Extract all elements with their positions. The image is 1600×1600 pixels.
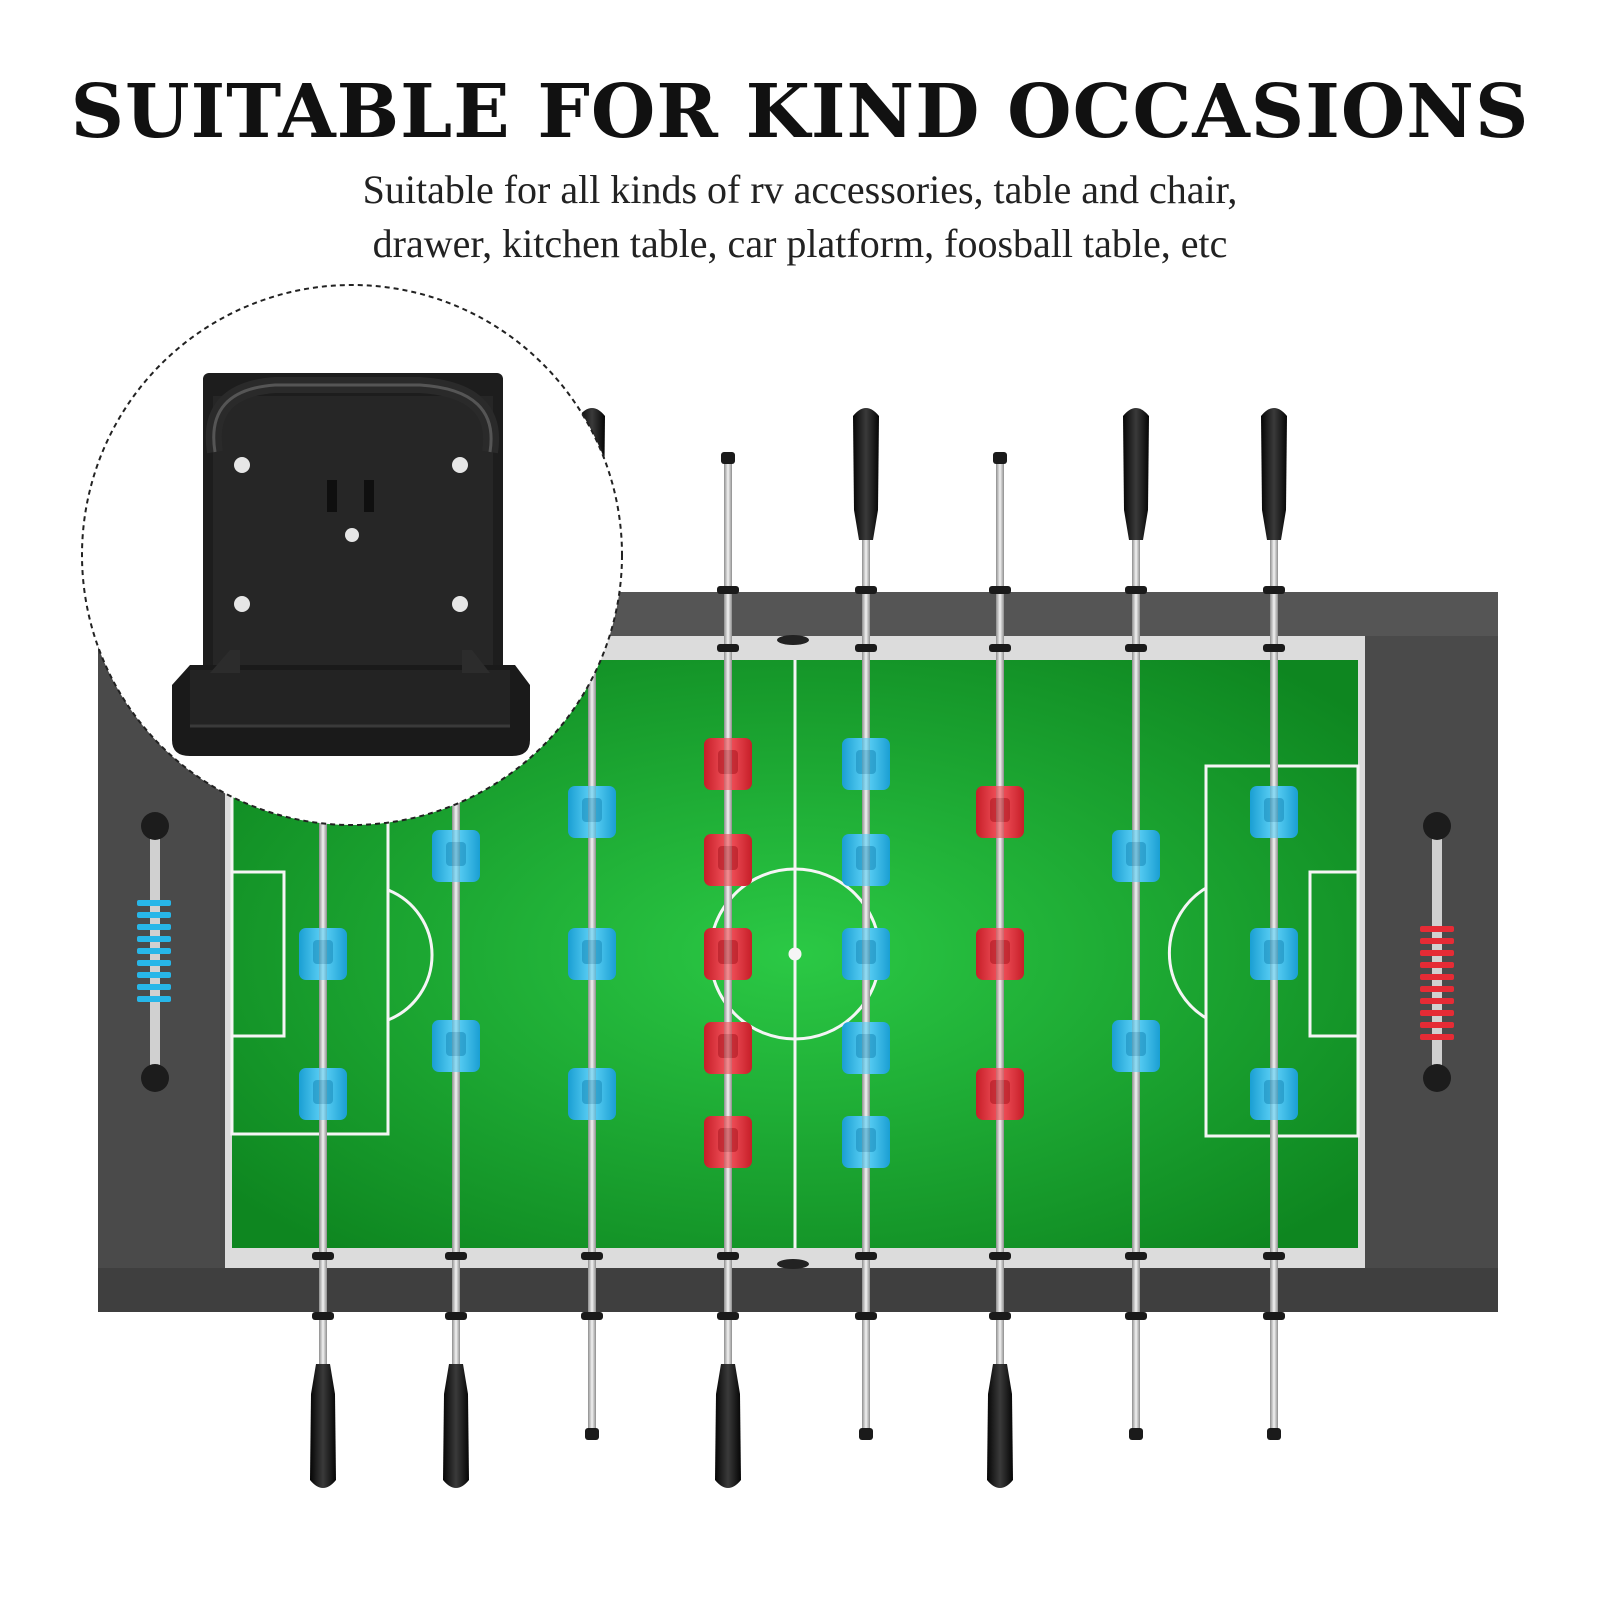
rod-stop — [445, 1252, 467, 1260]
rod-handle[interactable] — [443, 1364, 469, 1488]
red-player — [704, 1022, 752, 1074]
rod-stop — [717, 586, 739, 594]
rod-end-cap — [721, 452, 735, 464]
rod-handle[interactable] — [987, 1364, 1013, 1488]
rod-stop — [717, 1312, 739, 1320]
rod-stop — [312, 1312, 334, 1320]
rod-end-cap — [585, 1428, 599, 1440]
rod-stop — [855, 586, 877, 594]
blue-player — [432, 1020, 480, 1072]
rod-end-cap — [1267, 1428, 1281, 1440]
rod-handle[interactable] — [715, 1364, 741, 1488]
rod-stop — [1263, 1312, 1285, 1320]
subtitle-line-1: Suitable for all kinds of rv accessories… — [362, 167, 1238, 212]
cup-holder-icon — [172, 373, 530, 756]
blue-player — [299, 928, 347, 980]
rod-end-cap — [1129, 1428, 1143, 1440]
blue-player — [299, 1068, 347, 1120]
blue-player — [842, 1022, 890, 1074]
blue-player — [568, 1068, 616, 1120]
rod-stop — [581, 1312, 603, 1320]
rod-stop — [717, 1252, 739, 1260]
headline: SUITABLE FOR KIND OCCASIONS — [70, 69, 1530, 155]
rod-stop — [1125, 1252, 1147, 1260]
red-player — [976, 928, 1024, 980]
blue-player — [842, 834, 890, 886]
red-player — [704, 738, 752, 790]
blue-score-counter-icon — [137, 812, 171, 1092]
rod-end-cap — [993, 452, 1007, 464]
blue-player — [1250, 1068, 1298, 1120]
red-player — [976, 786, 1024, 838]
blue-player — [1250, 928, 1298, 980]
rod-handle[interactable] — [1261, 408, 1287, 540]
rod-stop — [1125, 586, 1147, 594]
rod-handle[interactable] — [853, 408, 879, 540]
rod-stop — [717, 644, 739, 652]
rod-handle[interactable] — [1123, 408, 1149, 540]
rod-stop — [1263, 586, 1285, 594]
blue-player — [432, 830, 480, 882]
red-player — [976, 1068, 1024, 1120]
blue-player — [842, 928, 890, 980]
rod-stop — [1125, 644, 1147, 652]
rod-stop — [855, 644, 877, 652]
red-player — [704, 1116, 752, 1168]
rod-2 — [452, 456, 460, 1420]
rod-end-cap — [859, 1428, 873, 1440]
blue-player — [1112, 1020, 1160, 1072]
rod-stop — [1125, 1312, 1147, 1320]
blue-player — [842, 738, 890, 790]
rod-7 — [1132, 420, 1140, 1436]
red-score-counter-icon — [1420, 812, 1454, 1092]
rod-stop — [989, 1312, 1011, 1320]
foosball-rods — [299, 408, 1298, 1488]
blue-player — [842, 1116, 890, 1168]
rod-stop — [989, 586, 1011, 594]
blue-player — [568, 786, 616, 838]
rod-stop — [312, 1252, 334, 1260]
product-inset — [81, 284, 623, 826]
rod-stop — [989, 644, 1011, 652]
rod-stop — [989, 1252, 1011, 1260]
rod-stop — [445, 1312, 467, 1320]
blue-player — [568, 928, 616, 980]
rod-stop — [1263, 644, 1285, 652]
rod-stop — [855, 1312, 877, 1320]
rod-stop — [581, 1252, 603, 1260]
blue-player — [1250, 786, 1298, 838]
rod-stop — [1263, 1252, 1285, 1260]
rod-stop — [855, 1252, 877, 1260]
blue-player — [1112, 830, 1160, 882]
rod-handle[interactable] — [310, 1364, 336, 1488]
red-player — [704, 928, 752, 980]
red-player — [704, 834, 752, 886]
subtitle-line-2: drawer, kitchen table, car platform, foo… — [372, 221, 1228, 266]
